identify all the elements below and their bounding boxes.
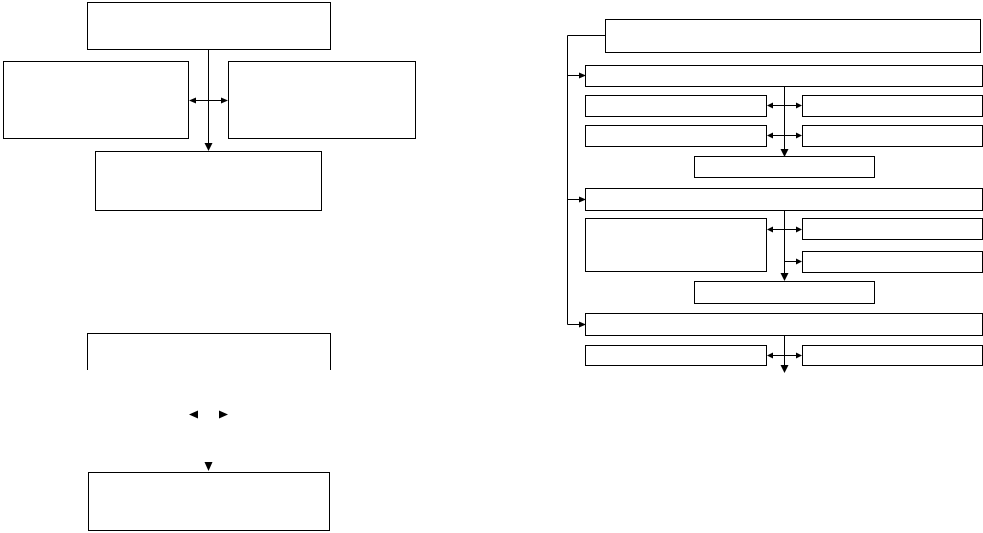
left-down-arrowhead: [204, 143, 213, 151]
section-3-row-right-box: [802, 345, 983, 366]
left-bottom-box: [95, 151, 322, 211]
section-2-result-box: [694, 281, 875, 304]
section-1-row-2-right-box: [802, 125, 983, 147]
section-2-right-bottom-box: [802, 251, 983, 273]
section-1-row-1-left-box: [585, 95, 767, 117]
left-arrowhead-left: [189, 97, 196, 104]
section-1-down-arrowhead: [780, 149, 789, 157]
section-2-right-top-box: [802, 218, 983, 240]
section-3-bar: [585, 313, 983, 336]
section-2-lower-arrowhead-right: [796, 258, 802, 265]
section-3-row-left-box: [585, 345, 767, 366]
section-1-result-box: [694, 156, 875, 178]
section-1-row-2-left-box: [585, 125, 767, 147]
section-1-row-1-right-box: [802, 95, 983, 117]
section-3-down-arrowhead: [780, 365, 789, 373]
right-section-3: [567, 313, 983, 373]
left-lower-flowchart: [87, 333, 331, 531]
section-2-bar: [585, 188, 983, 211]
left-lower-arrowhead-left: [189, 410, 198, 419]
left-lower-arrowhead-down: [204, 462, 213, 471]
section-3-row-arrowhead-left: [767, 352, 773, 359]
right-flowchart: [567, 19, 983, 373]
left-arrowhead-right: [221, 97, 228, 104]
section-1-bar: [585, 65, 983, 87]
section-1-row-1-arrowhead-left: [767, 102, 773, 109]
left-lower-bottom-box: [88, 472, 330, 531]
section-1-bus-arrowhead: [579, 72, 586, 79]
section-1-row-1-arrowhead-right: [796, 102, 802, 109]
section-1-row-2-arrowhead-left: [767, 132, 773, 139]
section-3-row-arrowhead-right: [796, 352, 802, 359]
section-2-upper-arrowhead-left: [767, 226, 773, 233]
right-header-box: [605, 19, 981, 53]
right-section-2: [567, 188, 983, 304]
section-2-left-box: [585, 218, 767, 272]
section-3-bus-arrowhead: [579, 321, 586, 328]
left-lower-top-box: [87, 333, 331, 370]
left-side-right-box: [228, 61, 416, 139]
section-1-row-2-arrowhead-right: [796, 132, 802, 139]
left-lower-arrowhead-right: [219, 410, 228, 419]
section-2-upper-arrowhead-right: [796, 226, 802, 233]
left-side-left-box: [3, 61, 189, 139]
section-2-bus-arrowhead: [579, 196, 586, 203]
section-2-down-arrowhead: [780, 273, 789, 281]
right-section-1: [567, 65, 983, 178]
left-top-box: [87, 2, 331, 50]
left-upper-flowchart: [3, 2, 416, 211]
